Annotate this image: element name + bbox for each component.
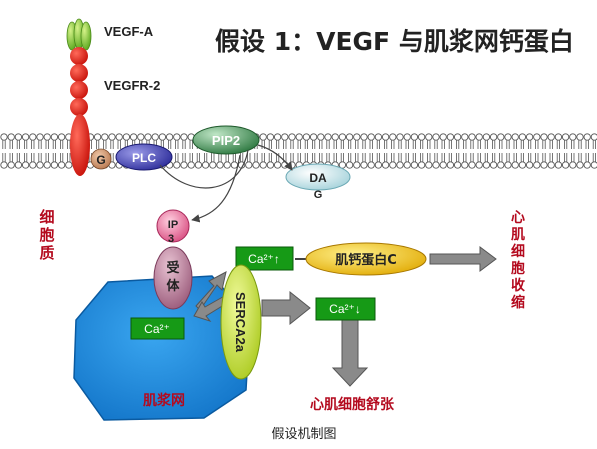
ca-down-label: Ca²⁺↓ [329, 302, 361, 316]
pip2-label: PIP2 [212, 133, 240, 148]
svg-text:细: 细 [39, 208, 54, 226]
vegfr2-label: VEGFR-2 [104, 78, 160, 93]
receptor-label-char2: 体 [166, 278, 180, 294]
page-title: 假设 1：VEGF 与肌浆网钙蛋白 [215, 27, 574, 56]
plc-enzyme [115, 143, 173, 171]
ca-down-to-relaxation-arrow [331, 319, 369, 387]
dag-label-line2: G [314, 189, 323, 201]
contraction-label-char: 肌 [511, 227, 525, 243]
relaxation-label: 心肌细胞舒张 [310, 396, 395, 413]
vegf-a-label: VEGF-A [104, 24, 154, 39]
contraction-label-char: 胞 [510, 260, 525, 277]
ca-up-box [235, 246, 294, 271]
ca-down-box [315, 297, 376, 321]
plc-label: PLC [132, 151, 156, 165]
ca-sr-label: Ca²⁺ [144, 322, 170, 336]
dag [285, 163, 351, 191]
protein-c-to-contraction-arrow [429, 246, 497, 272]
contraction-label-char: 心 [511, 210, 525, 226]
ip3-receptor [153, 246, 193, 310]
cytoplasm-label: 细 胞 质 [38, 208, 54, 262]
ca-up-label: Ca²⁺↑ [248, 252, 280, 266]
figure-caption: 假设机制图 [271, 427, 336, 442]
svg-text:胞: 胞 [38, 226, 54, 244]
vegf-a-ligand [66, 18, 92, 51]
serca-to-ca-down-arrow [261, 290, 311, 326]
g-protein-label: G [96, 153, 105, 167]
pip2-to-dag-arrow [257, 144, 293, 171]
contraction-label-char: 缩 [511, 294, 525, 311]
vegfr2-receptor [70, 47, 90, 176]
contraction-label-char: 细 [511, 243, 525, 260]
serca2a-label: SERCA2a [233, 292, 248, 353]
receptor-label-char1: 受 [166, 260, 179, 276]
plc-to-pip2-curve [159, 149, 249, 189]
ip3 [156, 209, 190, 243]
dag-label-line1: DA [309, 171, 327, 185]
cell-membrane [0, 133, 597, 169]
sarcoplasmic-reticulum-label: 肌浆网 [143, 392, 185, 409]
pip2 [192, 125, 260, 155]
svg-text:质: 质 [39, 244, 54, 262]
ca-sr-box [130, 317, 185, 340]
ip3-label-line1: IP [168, 219, 178, 231]
pip2-to-ip3-arrow [191, 154, 241, 223]
calcium-protein-c [305, 242, 427, 276]
g-protein [90, 148, 112, 170]
serca2a-pump [220, 264, 262, 380]
ip3-label-line2: 3 [168, 233, 174, 245]
contraction-label-char: 收 [511, 277, 526, 294]
calcium-protein-c-label: 肌钙蛋白C [335, 252, 397, 268]
